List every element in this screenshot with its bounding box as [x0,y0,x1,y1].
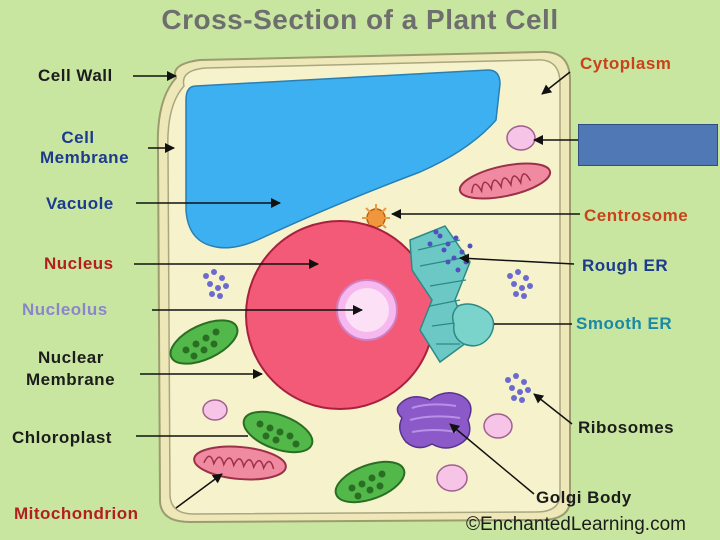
label-mitochondrion: Mitochondrion [14,504,139,523]
vesicle-top [506,125,536,151]
label-cover-box [578,124,718,166]
label-vacuole: Vacuole [46,194,114,213]
pointer-cytoplasm [541,71,571,95]
label-cytoplasm: Cytoplasm [580,54,672,73]
label-smooth-er: Smooth ER [576,314,673,333]
label-rough-er: Rough ER [582,256,669,275]
pointer-mitochondrion [175,473,223,509]
mitochondrion-top [458,162,552,200]
credit-text: ©EnchantedLearning.com [466,514,686,535]
label-nuclear-membrane-line1: Nuclear [38,348,104,367]
label-nucleolus: Nucleolus [22,300,108,319]
chloroplast-left [169,319,239,365]
label-cell-wall: Cell Wall [38,66,113,85]
ribosome-cluster-left [203,269,229,299]
ribosome-cluster-right1 [507,269,533,299]
mitochondrion-bottom [193,445,287,481]
golgi-body-shape [396,392,472,449]
vesicle-bottom [436,464,468,492]
smooth-er-shape [451,303,495,347]
ribosome-cluster-right2 [505,373,531,403]
label-cell-membrane-line1: Cell [61,128,95,147]
pointer-ribosomes [533,393,573,425]
chloroplast-bottom [334,460,406,504]
label-chloroplast: Chloroplast [12,428,112,447]
centrosome-shape [362,204,390,232]
vesicle-right [483,413,513,439]
label-nucleus: Nucleus [44,254,114,273]
label-golgi-body: Golgi Body [536,488,632,507]
chloroplast-middle [242,410,314,454]
pointer-rough-er [459,253,575,265]
label-ribosomes: Ribosomes [578,418,675,437]
diagram-title: Cross-Section of a Plant Cell [161,4,559,35]
vesicle-left [202,399,228,421]
label-nuclear-membrane-line2: Membrane [26,370,116,389]
pointer-lines [133,71,582,509]
label-centrosome: Centrosome [584,206,689,225]
pointer-golgi-body [449,423,535,495]
label-cell-membrane-line2: Membrane [40,148,130,167]
